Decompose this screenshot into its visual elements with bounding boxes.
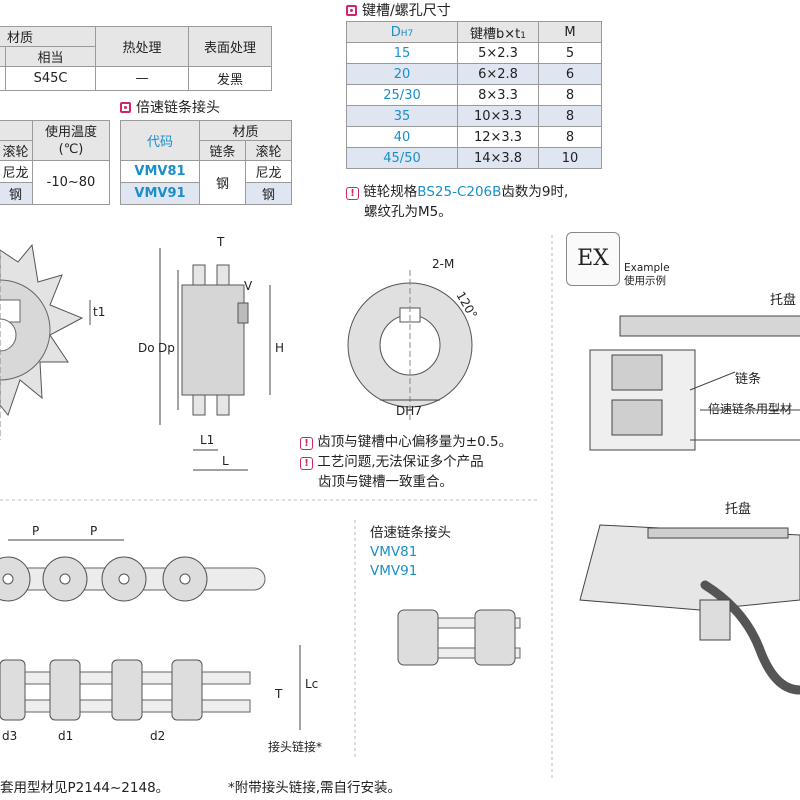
surface-header: 表面处理	[188, 26, 272, 67]
keyway-m: 5	[538, 42, 602, 64]
dim-p2: P	[90, 524, 97, 538]
joint-table: 代码 材质 链条 滚轮 VMV81 钢 尼龙 VMV91 钢	[120, 120, 292, 205]
keyway-d: 45/50	[346, 147, 458, 169]
surface-value: 发黑	[188, 66, 272, 91]
dim-dp: Dp	[158, 341, 175, 355]
heat-header: 热处理	[95, 26, 189, 67]
keyway-d: 40	[346, 126, 458, 148]
example-badge: EX	[566, 232, 620, 286]
warning-icon: !	[346, 187, 359, 200]
pallet-label-2: 托盘	[725, 502, 752, 517]
sprocket-side-view: Do Dp H T V L1 L	[138, 235, 284, 471]
chain-material: 钢	[199, 160, 246, 205]
chain-joint-title: 倍速链条接头 VMV81 VMV91	[370, 524, 451, 581]
dim-d2: d2	[150, 729, 165, 743]
heat-value: —	[95, 66, 189, 91]
note-prefix: 链轮规格	[363, 184, 418, 200]
bullet-icon	[120, 101, 131, 113]
roller-header: 滚轮	[0, 140, 33, 161]
dim-d1: d1	[58, 729, 73, 743]
chain-label: 链条	[735, 372, 762, 387]
temp-row-steel: 钢	[0, 182, 33, 205]
dim-h: H	[275, 341, 284, 355]
roller-vmv91: 钢	[245, 182, 292, 205]
dim-do: Do	[138, 341, 155, 355]
hub-keyway-view: 2-M 120° DH7	[347, 257, 480, 420]
sprocket-front-view: t1	[0, 243, 105, 440]
example-label: Example 使用示例	[624, 262, 670, 288]
keyway-b: 12×3.3	[457, 126, 539, 148]
keyway-title-text: 键槽/螺孔尺寸	[362, 3, 451, 19]
roller-vmv81: 尼龙	[245, 160, 292, 183]
code-vmv81: VMV81	[120, 160, 200, 183]
temp-value: -10~80	[32, 160, 110, 205]
warning-icon: !	[300, 437, 313, 450]
note-process: 工艺问题,无法保证多个产品	[317, 454, 484, 470]
note-offset: 齿顶与键槽中心偏移量为±0.5。	[317, 434, 513, 450]
keyway-header-b: 键槽b×t1	[457, 21, 539, 43]
keyway-title: 键槽/螺孔尺寸	[346, 0, 451, 20]
footer-left: 套用型材见P2144~2148。	[0, 780, 170, 796]
example-conveyor-drawing	[579, 315, 800, 695]
keyway-m: 10	[538, 147, 602, 169]
dim-v: V	[244, 279, 253, 293]
chain-top-view: Lc T d3 d1 d2 接头链接*	[0, 645, 322, 754]
dim-d3: d3	[2, 729, 17, 743]
dim-dh7: DH7	[396, 404, 422, 418]
chain-side-view: P P	[0, 524, 266, 602]
chain-joint-code2: VMV91	[370, 563, 418, 579]
note-suffix: 齿数为9时,	[501, 184, 569, 200]
temperature-table: 使用温度(℃) 滚轮 尼龙 -10~80 钢	[0, 120, 110, 205]
example-label-en: Example	[624, 262, 670, 274]
pallet-label: 托盘	[770, 293, 797, 308]
joint-table-title: 倍速链条接头	[120, 97, 220, 117]
chain-joint-title-text: 倍速链条接头	[370, 525, 451, 541]
bullet-icon	[346, 4, 357, 16]
dim-2m: 2-M	[432, 257, 454, 271]
profile-label: 倍速链条用型材	[708, 402, 793, 416]
dim-t: T	[216, 235, 225, 249]
joint-link-label: 接头链接*	[268, 739, 322, 754]
keyway-b: 10×3.3	[457, 105, 539, 127]
offset-notes: ! 齿顶与键槽中心偏移量为±0.5。 ! 工艺问题,无法保证多个产品 齿顶与键槽…	[300, 432, 512, 492]
dim-t-chain: T	[274, 687, 283, 701]
dim-l: L	[222, 454, 229, 468]
dim-l1: L1	[200, 433, 214, 447]
chain-joint-code1: VMV81	[370, 544, 418, 560]
code-header: 代码	[120, 120, 200, 161]
footer-right: *附带接头链接,需自行安装。	[228, 780, 402, 796]
material-value: S45C	[5, 66, 96, 91]
temp-header: 使用温度(℃)	[32, 120, 110, 161]
note-line2: 螺纹孔为M5。	[364, 204, 452, 220]
warning-icon: !	[300, 457, 313, 470]
material-table: 材质 热处理 表面处理 相当 S45C — 发黑	[0, 26, 272, 91]
dim-lc: Lc	[305, 677, 318, 691]
keyway-note: ! 链轮规格BS25-C206B齿数为9时, 螺纹孔为M5。	[346, 182, 568, 222]
keyway-b: 14×3.8	[457, 147, 539, 169]
example-label-cn: 使用示例	[624, 275, 666, 287]
material-header: 材质	[0, 26, 96, 47]
joint-title-text: 倍速链条接头	[136, 100, 220, 116]
chain-joint-drawing	[397, 609, 521, 666]
dim-t1: t1	[93, 305, 105, 319]
code-vmv91: VMV91	[120, 182, 200, 205]
equivalent-header: 相当	[5, 46, 96, 67]
note-code: BS25-C206B	[417, 184, 502, 200]
note-process-2: 齿顶与键槽一致重合。	[318, 474, 453, 490]
dim-p1: P	[32, 524, 39, 538]
